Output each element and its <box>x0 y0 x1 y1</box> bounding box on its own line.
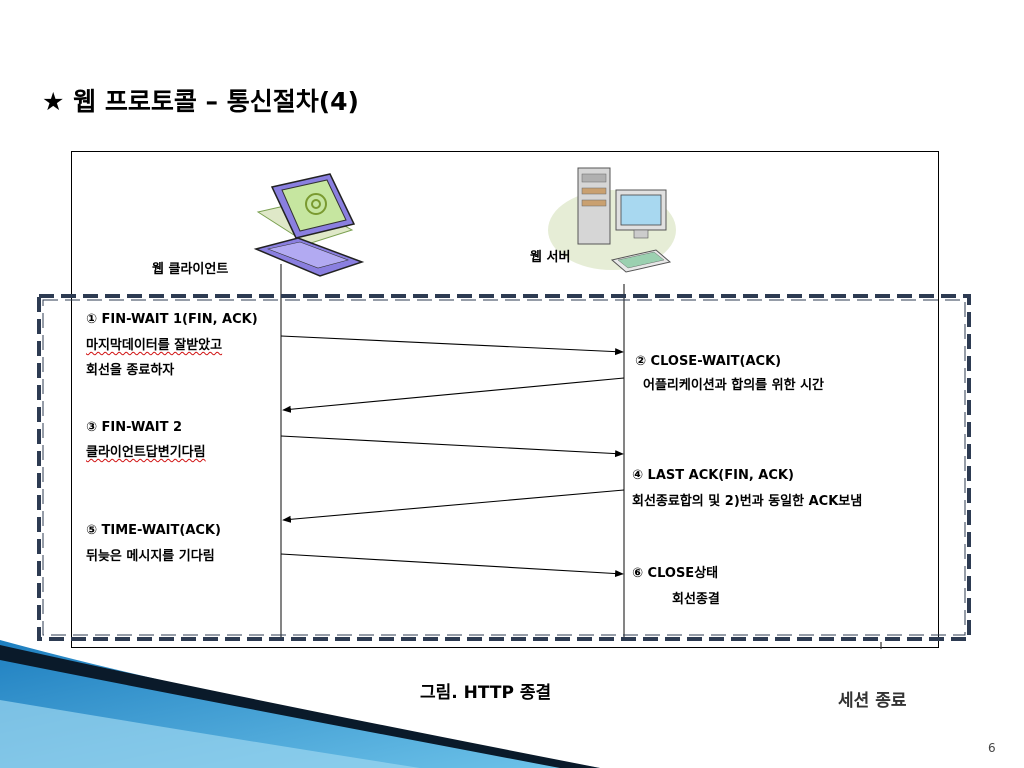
step1-desc-a: 마지막데이터를 잘받았고 <box>86 338 222 354</box>
step5-desc: 뒤늦은 메시지를 기다림 <box>86 549 215 564</box>
step1-desc-b: 회선을 종료하자 <box>86 363 175 378</box>
step3-desc: 클라이언트답변기다림 <box>86 445 206 461</box>
step4-desc: 회선종료합의 및 2)번과 동일한 ACK보냄 <box>632 494 863 509</box>
step3-desc-text: 클라이언트답변기다림 <box>86 445 206 460</box>
laptop-icon <box>253 173 365 277</box>
step1-label: ① FIN-WAIT 1(FIN, ACK) <box>86 312 258 327</box>
arrow-ack-5 <box>280 553 624 578</box>
step2-desc: 어플리케이션과 합의를 위한 시간 <box>643 378 825 393</box>
session-end-label: 세션 종료 <box>838 691 907 711</box>
step4-label: ④ LAST ACK(FIN, ACK) <box>632 468 794 483</box>
server-label: 웹 서버 <box>530 250 571 265</box>
step6-desc: 회선종결 <box>672 592 720 607</box>
figure-caption: 그림. HTTP 종결 <box>420 683 552 703</box>
slide-title: ★ 웹 프로토콜 – 통신절차(4) <box>42 87 359 116</box>
client-label: 웹 클라이언트 <box>152 262 229 277</box>
step2-label: ② CLOSE-WAIT(ACK) <box>635 354 782 369</box>
step1-desc-a-text: 마지막데이터를 잘받았고 <box>86 338 223 353</box>
step6-label: ⑥ CLOSE상태 <box>632 566 719 581</box>
server-computer-icon <box>548 167 676 273</box>
arrow-ack-2 <box>282 377 625 413</box>
step5-label: ⑤ TIME-WAIT(ACK) <box>86 523 221 538</box>
diagram-frame: 웹 클라이언트 웹 서버 ① FIN-WAIT 1(FIN, ACK) 마지막데… <box>71 151 939 649</box>
arrow-fin-ack-4 <box>282 489 625 523</box>
step3-label: ③ FIN-WAIT 2 <box>86 420 183 435</box>
arrow-fin-3 <box>280 435 624 458</box>
sequence-diagram <box>253 167 882 649</box>
page-number: 6 <box>988 741 996 755</box>
arrow-fin-1 <box>280 335 624 356</box>
